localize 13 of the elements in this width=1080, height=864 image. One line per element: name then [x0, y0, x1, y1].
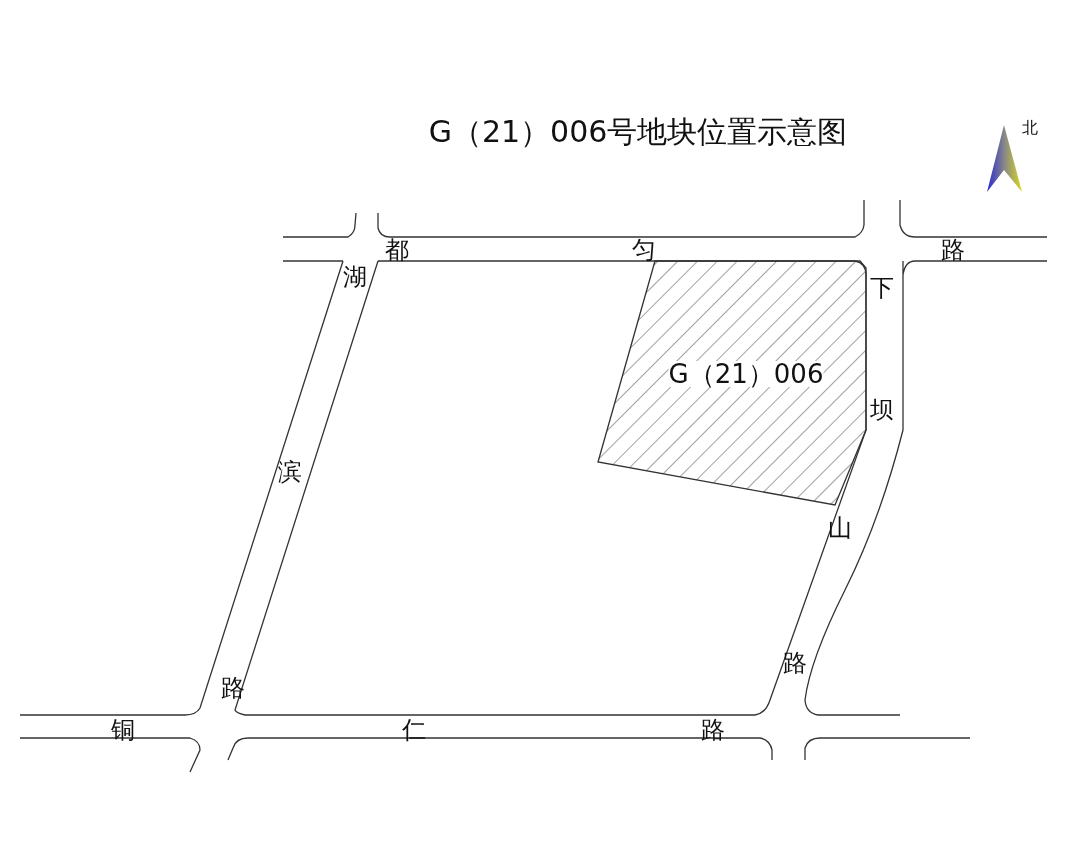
road-name: 都	[385, 237, 409, 263]
road-name: 路	[783, 650, 807, 676]
road-name: 铜	[111, 717, 135, 743]
road-name: 路	[941, 237, 965, 263]
road-name: 滨	[278, 459, 302, 485]
road-name: 路	[701, 717, 725, 743]
road-name: 下	[870, 275, 894, 301]
road-name: 仁	[402, 717, 426, 743]
direction-label: 北	[1022, 117, 1038, 139]
map-title: G（21）006号地块位置示意图	[428, 112, 848, 151]
road-name: 匀	[632, 237, 656, 263]
road-name: 湖	[343, 264, 367, 290]
parcel-label: G（21）006	[668, 361, 824, 387]
